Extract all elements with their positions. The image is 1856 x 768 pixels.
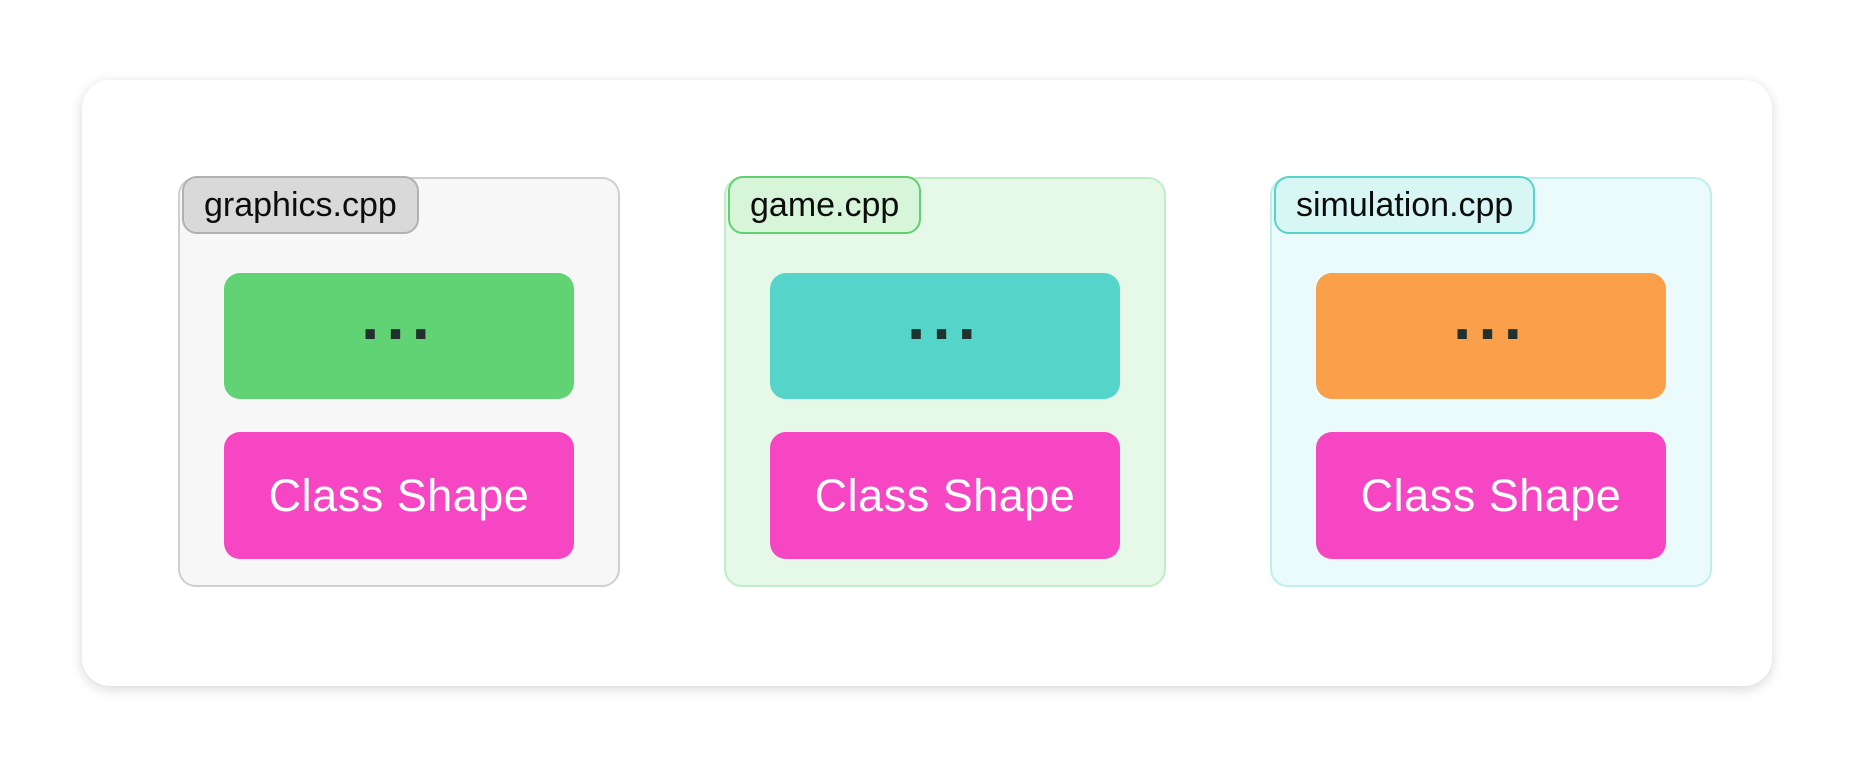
class-shape-block: Class Shape (770, 432, 1120, 559)
file-name-label: simulation.cpp (1296, 186, 1514, 224)
ellipsis-text: ... (1452, 279, 1529, 353)
code-ellipsis-block: ... (224, 273, 574, 399)
file-card: game.cpp ... Class Shape (724, 176, 1166, 587)
diagram-panel: graphics.cpp ... Class Shape game.cpp ..… (82, 80, 1772, 686)
class-shape-label: Class Shape (814, 469, 1076, 521)
code-ellipsis-block: ... (770, 273, 1120, 399)
file-card: simulation.cpp ... Class Shape (1270, 176, 1712, 587)
class-shape-block: Class Shape (1316, 432, 1666, 559)
class-shape-block: Class Shape (224, 432, 574, 559)
ellipsis-text: ... (906, 279, 983, 353)
file-name-tab: simulation.cpp (1274, 176, 1536, 234)
file-name-label: game.cpp (750, 186, 900, 224)
file-name-tab: game.cpp (728, 176, 922, 234)
code-ellipsis-block: ... (1316, 273, 1666, 399)
ellipsis-text: ... (360, 279, 437, 353)
class-shape-label: Class Shape (1360, 469, 1622, 521)
file-name-tab: graphics.cpp (182, 176, 419, 234)
file-name-label: graphics.cpp (204, 186, 397, 224)
class-shape-label: Class Shape (268, 469, 530, 521)
file-card: graphics.cpp ... Class Shape (178, 176, 620, 587)
